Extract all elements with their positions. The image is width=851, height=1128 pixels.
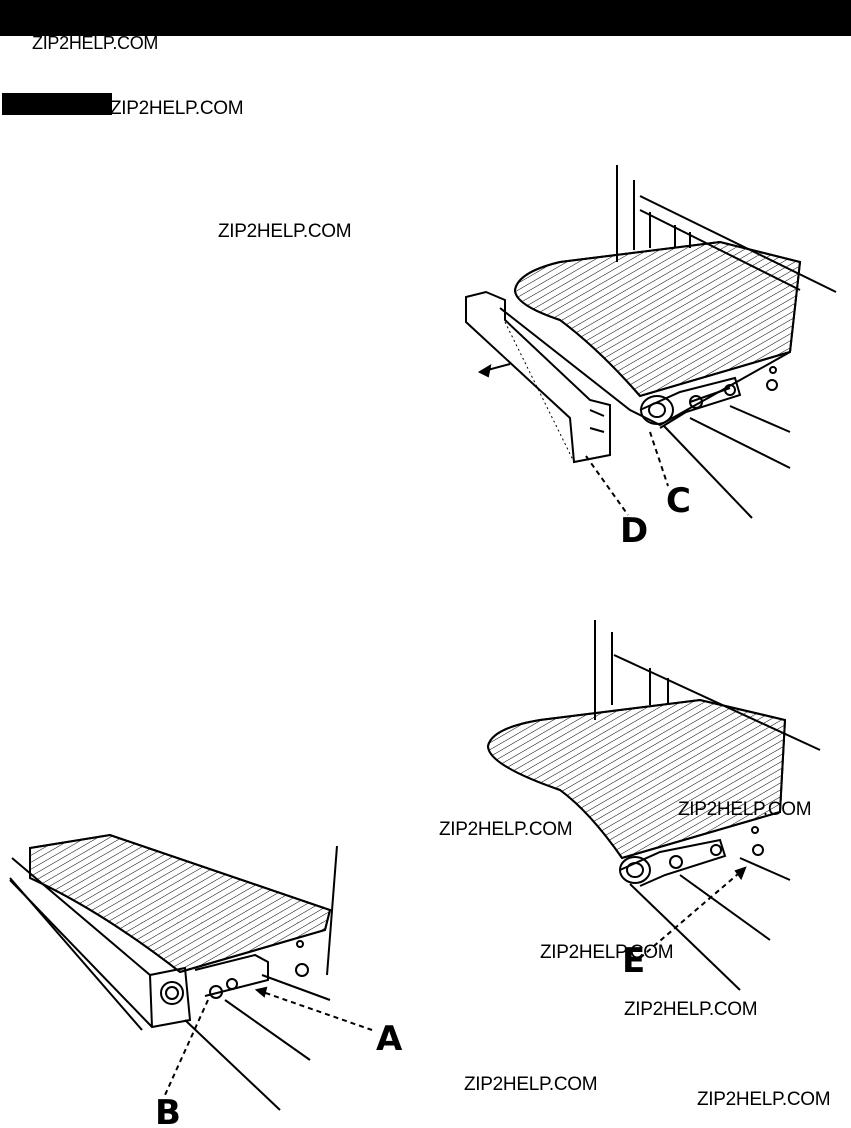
watermark: ZIP2HELP.COM bbox=[678, 799, 812, 820]
watermark: ZIP2HELP.COM bbox=[439, 819, 573, 840]
watermark: ZIP2HELP.COM bbox=[464, 1074, 598, 1095]
callout-e: E bbox=[622, 941, 645, 981]
watermark: ZIP2HELP.COM bbox=[218, 221, 352, 242]
watermark: ZIP2HELP.COM bbox=[110, 98, 244, 119]
callout-c: C bbox=[666, 481, 691, 521]
section-title-block bbox=[2, 93, 112, 115]
watermark: ZIP2HELP.COM bbox=[32, 33, 159, 53]
bottom-left-figure bbox=[9, 833, 373, 1111]
callout-a: A bbox=[376, 1019, 403, 1059]
callout-b: B bbox=[155, 1093, 181, 1128]
watermark: ZIP2HELP.COM bbox=[697, 1089, 831, 1110]
watermark: ZIP2HELP.COM bbox=[540, 942, 674, 963]
header-bar bbox=[0, 0, 851, 36]
watermark: ZIP2HELP.COM bbox=[624, 999, 758, 1020]
bottom-right-figure bbox=[486, 620, 821, 991]
top-figure bbox=[465, 165, 837, 519]
callout-d: D bbox=[620, 511, 648, 551]
